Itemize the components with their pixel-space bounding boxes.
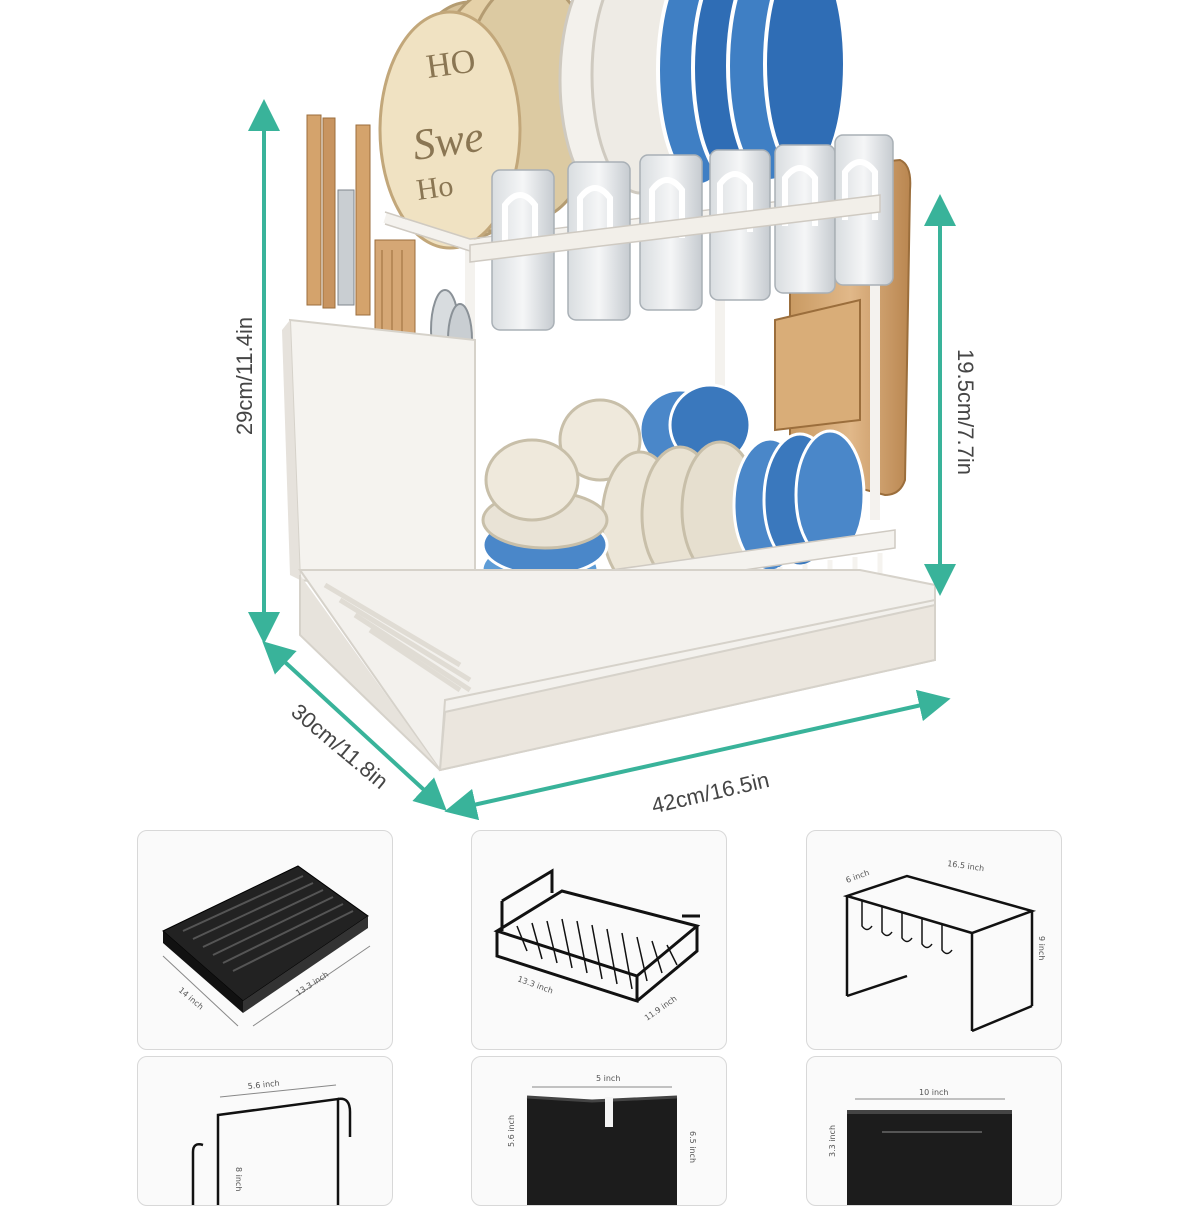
cutting-board-holder-icon [191, 1097, 352, 1205]
plate-text-3: Ho [414, 169, 455, 207]
width-label: 42cm/16.5in [649, 767, 771, 818]
dimension-arrows [248, 99, 956, 821]
ch-width: 10 inch [919, 1088, 948, 1097]
uh-height-right: 6.5 inch [688, 1131, 697, 1163]
utensil-holder-side [282, 320, 300, 580]
cbh-height: 8 inch [234, 1167, 243, 1191]
upper-rack-length: 16.5 inch [947, 859, 985, 873]
drip-tray-width: 14 inch [177, 986, 205, 1012]
utensil-holder [288, 318, 476, 602]
cup-holder-card: 10 inch 3.3 inch [806, 1056, 1062, 1206]
lower-plates [558, 383, 866, 590]
upper-rack-depth: 6 inch [845, 868, 871, 885]
ch-height: 3.3 inch [828, 1125, 837, 1157]
plate-text-1: HO [424, 42, 478, 85]
utensil-holder-card: 5 inch 5.6 inch 6.5 inch [471, 1056, 727, 1206]
lower-rack-card: 13.3 inch 11.9 inch [471, 830, 727, 1050]
height-label: 29cm/11.4in [232, 317, 257, 435]
utensil-holder-icon [526, 1095, 678, 1205]
cbh-width: 5.6 inch [247, 1079, 280, 1091]
lower-rack-width: 11.9 inch [643, 994, 679, 1023]
drip-tray [298, 569, 936, 772]
uh-height-left: 5.6 inch [507, 1115, 516, 1147]
drip-tray-card: 14 inch 13.3 inch [137, 830, 393, 1050]
upper-rail [469, 194, 881, 263]
lower-rack-length: 13.3 inch [516, 974, 554, 995]
drip-tray-icon [162, 865, 371, 1027]
inner-height-label: 19.5cm/7.7in [953, 349, 978, 475]
depth-arrow [262, 641, 447, 811]
cup-hooks [502, 159, 878, 250]
plate-text-2: Swe [410, 112, 487, 170]
uh-width: 5 inch [596, 1074, 620, 1083]
upper-rack-card: 6 inch 16.5 inch 9 inch [806, 830, 1062, 1050]
lower-rack-icon [493, 868, 701, 1004]
width-arrow [444, 689, 951, 821]
upper-rack-height: 9 inch [1037, 936, 1046, 960]
cutting-board-holder-card: 5.6 inch 8 inch [137, 1056, 393, 1206]
cup-holder-icon [847, 1110, 1012, 1205]
upper-rack-icon [842, 874, 1037, 1033]
